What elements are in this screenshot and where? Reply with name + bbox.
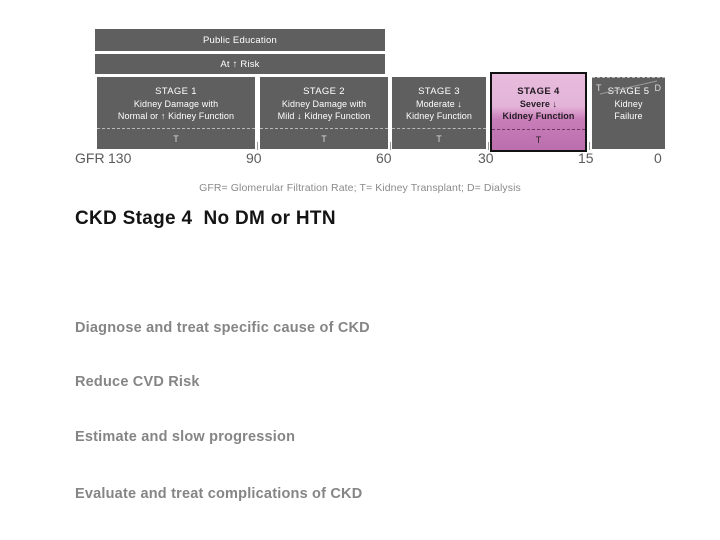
stage-line-1: Kidney Damage with (281, 98, 367, 109)
stage-footer-transplant: T (260, 128, 388, 149)
stage-box-4-highlighted: STAGE 4 Severe ↓ Kidney Function T (490, 72, 587, 152)
stage-footer-transplant-dialysis: T D (592, 77, 665, 98)
stage-line-2: Kidney Function (405, 110, 473, 121)
stage-footer-transplant: T (97, 128, 255, 149)
stage-line-1: Kidney Damage with (133, 98, 219, 109)
gfr-tick (257, 142, 258, 150)
transition-line-icon (600, 78, 657, 98)
gfr-tick (488, 142, 489, 150)
stage-body: STAGE 4 Severe ↓ Kidney Function (492, 76, 585, 130)
gfr-tick-label-0: 0 (654, 150, 662, 166)
bullet-item: Estimate and slow progression (75, 429, 296, 445)
transplant-marker: T (173, 134, 179, 144)
stage-box-5: STAGE 5 Kidney Failure T D (592, 77, 665, 149)
stage-line-1: Severe ↓ (519, 98, 558, 109)
stage-line-1: Moderate ↓ (415, 98, 463, 109)
gfr-axis-prefix: GFR (75, 150, 105, 166)
stage-body: STAGE 3 Moderate ↓ Kidney Function (392, 77, 486, 129)
stage-line-2: Failure (614, 110, 643, 121)
gfr-tick-label-30: 30 (478, 150, 494, 166)
transplant-marker: T (596, 83, 602, 93)
band-label: At ↑ Risk (220, 58, 260, 70)
stage-body: STAGE 2 Kidney Damage with Mild ↓ Kidney… (260, 77, 388, 129)
stage-title: STAGE 4 (517, 85, 560, 97)
band-at-risk: At ↑ Risk (95, 54, 385, 74)
stage-line-2: Kidney Function (502, 110, 575, 121)
band-public-education: Public Education (95, 29, 385, 51)
bullet-item: Diagnose and treat specific cause of CKD (75, 320, 370, 336)
stage-title: STAGE 1 (155, 85, 197, 97)
gfr-tick (390, 142, 391, 150)
stage-box-3: STAGE 3 Moderate ↓ Kidney Function T (392, 77, 486, 149)
dialysis-marker: D (654, 83, 662, 93)
gfr-tick-label-15: 15 (578, 150, 594, 166)
diagram-caption: GFR= Glomerular Filtration Rate; T= Kidn… (199, 182, 521, 194)
gfr-tick-label-130: 130 (108, 150, 132, 166)
stage-line-1: Kidney (614, 98, 643, 109)
stage-body: STAGE 5 Kidney Failure (592, 77, 665, 129)
transplant-marker: T (436, 134, 442, 144)
gfr-tick-label-90: 90 (246, 150, 262, 166)
stage-title: STAGE 2 (303, 85, 345, 97)
bullet-item: Reduce CVD Risk (75, 374, 200, 390)
stage-body: STAGE 1 Kidney Damage with Normal or ↑ K… (97, 77, 255, 129)
gfr-tick-label-60: 60 (376, 150, 392, 166)
bullet-item: Evaluate and treat complications of CKD (75, 486, 363, 502)
stage-footer-transplant: T (492, 129, 585, 150)
stage-line-2: Normal or ↑ Kidney Function (117, 110, 235, 121)
band-label: Public Education (203, 34, 277, 46)
ckd-stage-diagram: Public Education At ↑ Risk STAGE 1 Kidne… (0, 0, 720, 205)
stage-line-2: Mild ↓ Kidney Function (277, 110, 371, 121)
stage-box-2: STAGE 2 Kidney Damage with Mild ↓ Kidney… (260, 77, 388, 149)
gfr-axis: GFR 130 90 60 30 15 0 (0, 142, 720, 172)
stage-title: STAGE 3 (418, 85, 460, 97)
page-title: CKD Stage 4 No DM or HTN (75, 208, 336, 229)
stage-title: STAGE 5 (607, 85, 650, 97)
stage-footer-transplant: T (392, 128, 486, 149)
gfr-tick (589, 142, 590, 150)
transplant-marker: T (321, 134, 327, 144)
stage-box-1: STAGE 1 Kidney Damage with Normal or ↑ K… (97, 77, 255, 149)
transplant-marker: T (535, 135, 542, 145)
